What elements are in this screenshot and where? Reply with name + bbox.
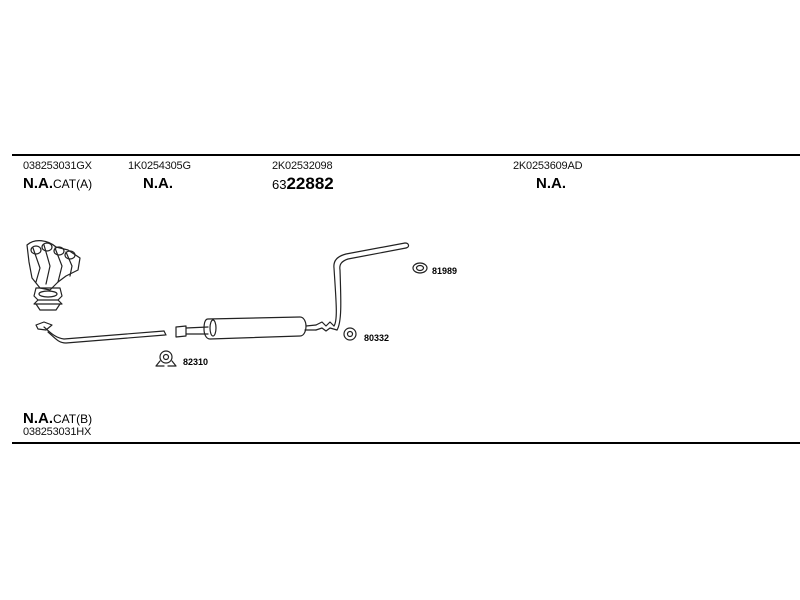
manifold-icon (26, 240, 81, 291)
bottom-rule (12, 442, 800, 444)
hanger-top-icon (412, 262, 428, 274)
part-number-2: 1K0254305G (128, 160, 191, 172)
na-label-1: N.A.CAT(A) (23, 175, 92, 192)
part-number-3: 2K02532098 (272, 160, 333, 172)
label-clamp: 82310 (183, 357, 209, 367)
na-text-1: N.A. (23, 175, 53, 192)
part-code-main: 22882 (286, 174, 334, 193)
na-suffix-1: CAT(A) (53, 177, 93, 191)
part-code-3: 6322882 (272, 174, 334, 194)
na-label-4: N.A. (536, 175, 566, 192)
label-hanger-top: 81989 (432, 266, 458, 276)
part-number-1: 038253031GX (23, 160, 92, 172)
part-number-bottom: 038253031HX (23, 426, 92, 438)
clamp-icon (155, 350, 177, 367)
hanger-mid-icon (343, 327, 357, 341)
catalytic-converter-icon (33, 287, 63, 311)
na-text-bottom: N.A. (23, 410, 53, 427)
na-label-bottom: N.A.CAT(B) (23, 410, 92, 427)
part-number-4: 2K0253609AD (513, 160, 583, 172)
tail-pipe-icon (315, 242, 410, 332)
label-hanger-mid: 80332 (364, 333, 390, 343)
front-pipe-icon (35, 321, 167, 344)
part-code-prefix: 63 (272, 177, 287, 192)
na-suffix-bottom: CAT(B) (53, 412, 93, 426)
top-rule (12, 154, 800, 156)
muffler-icon (175, 316, 317, 340)
na-label-2: N.A. (143, 175, 173, 192)
